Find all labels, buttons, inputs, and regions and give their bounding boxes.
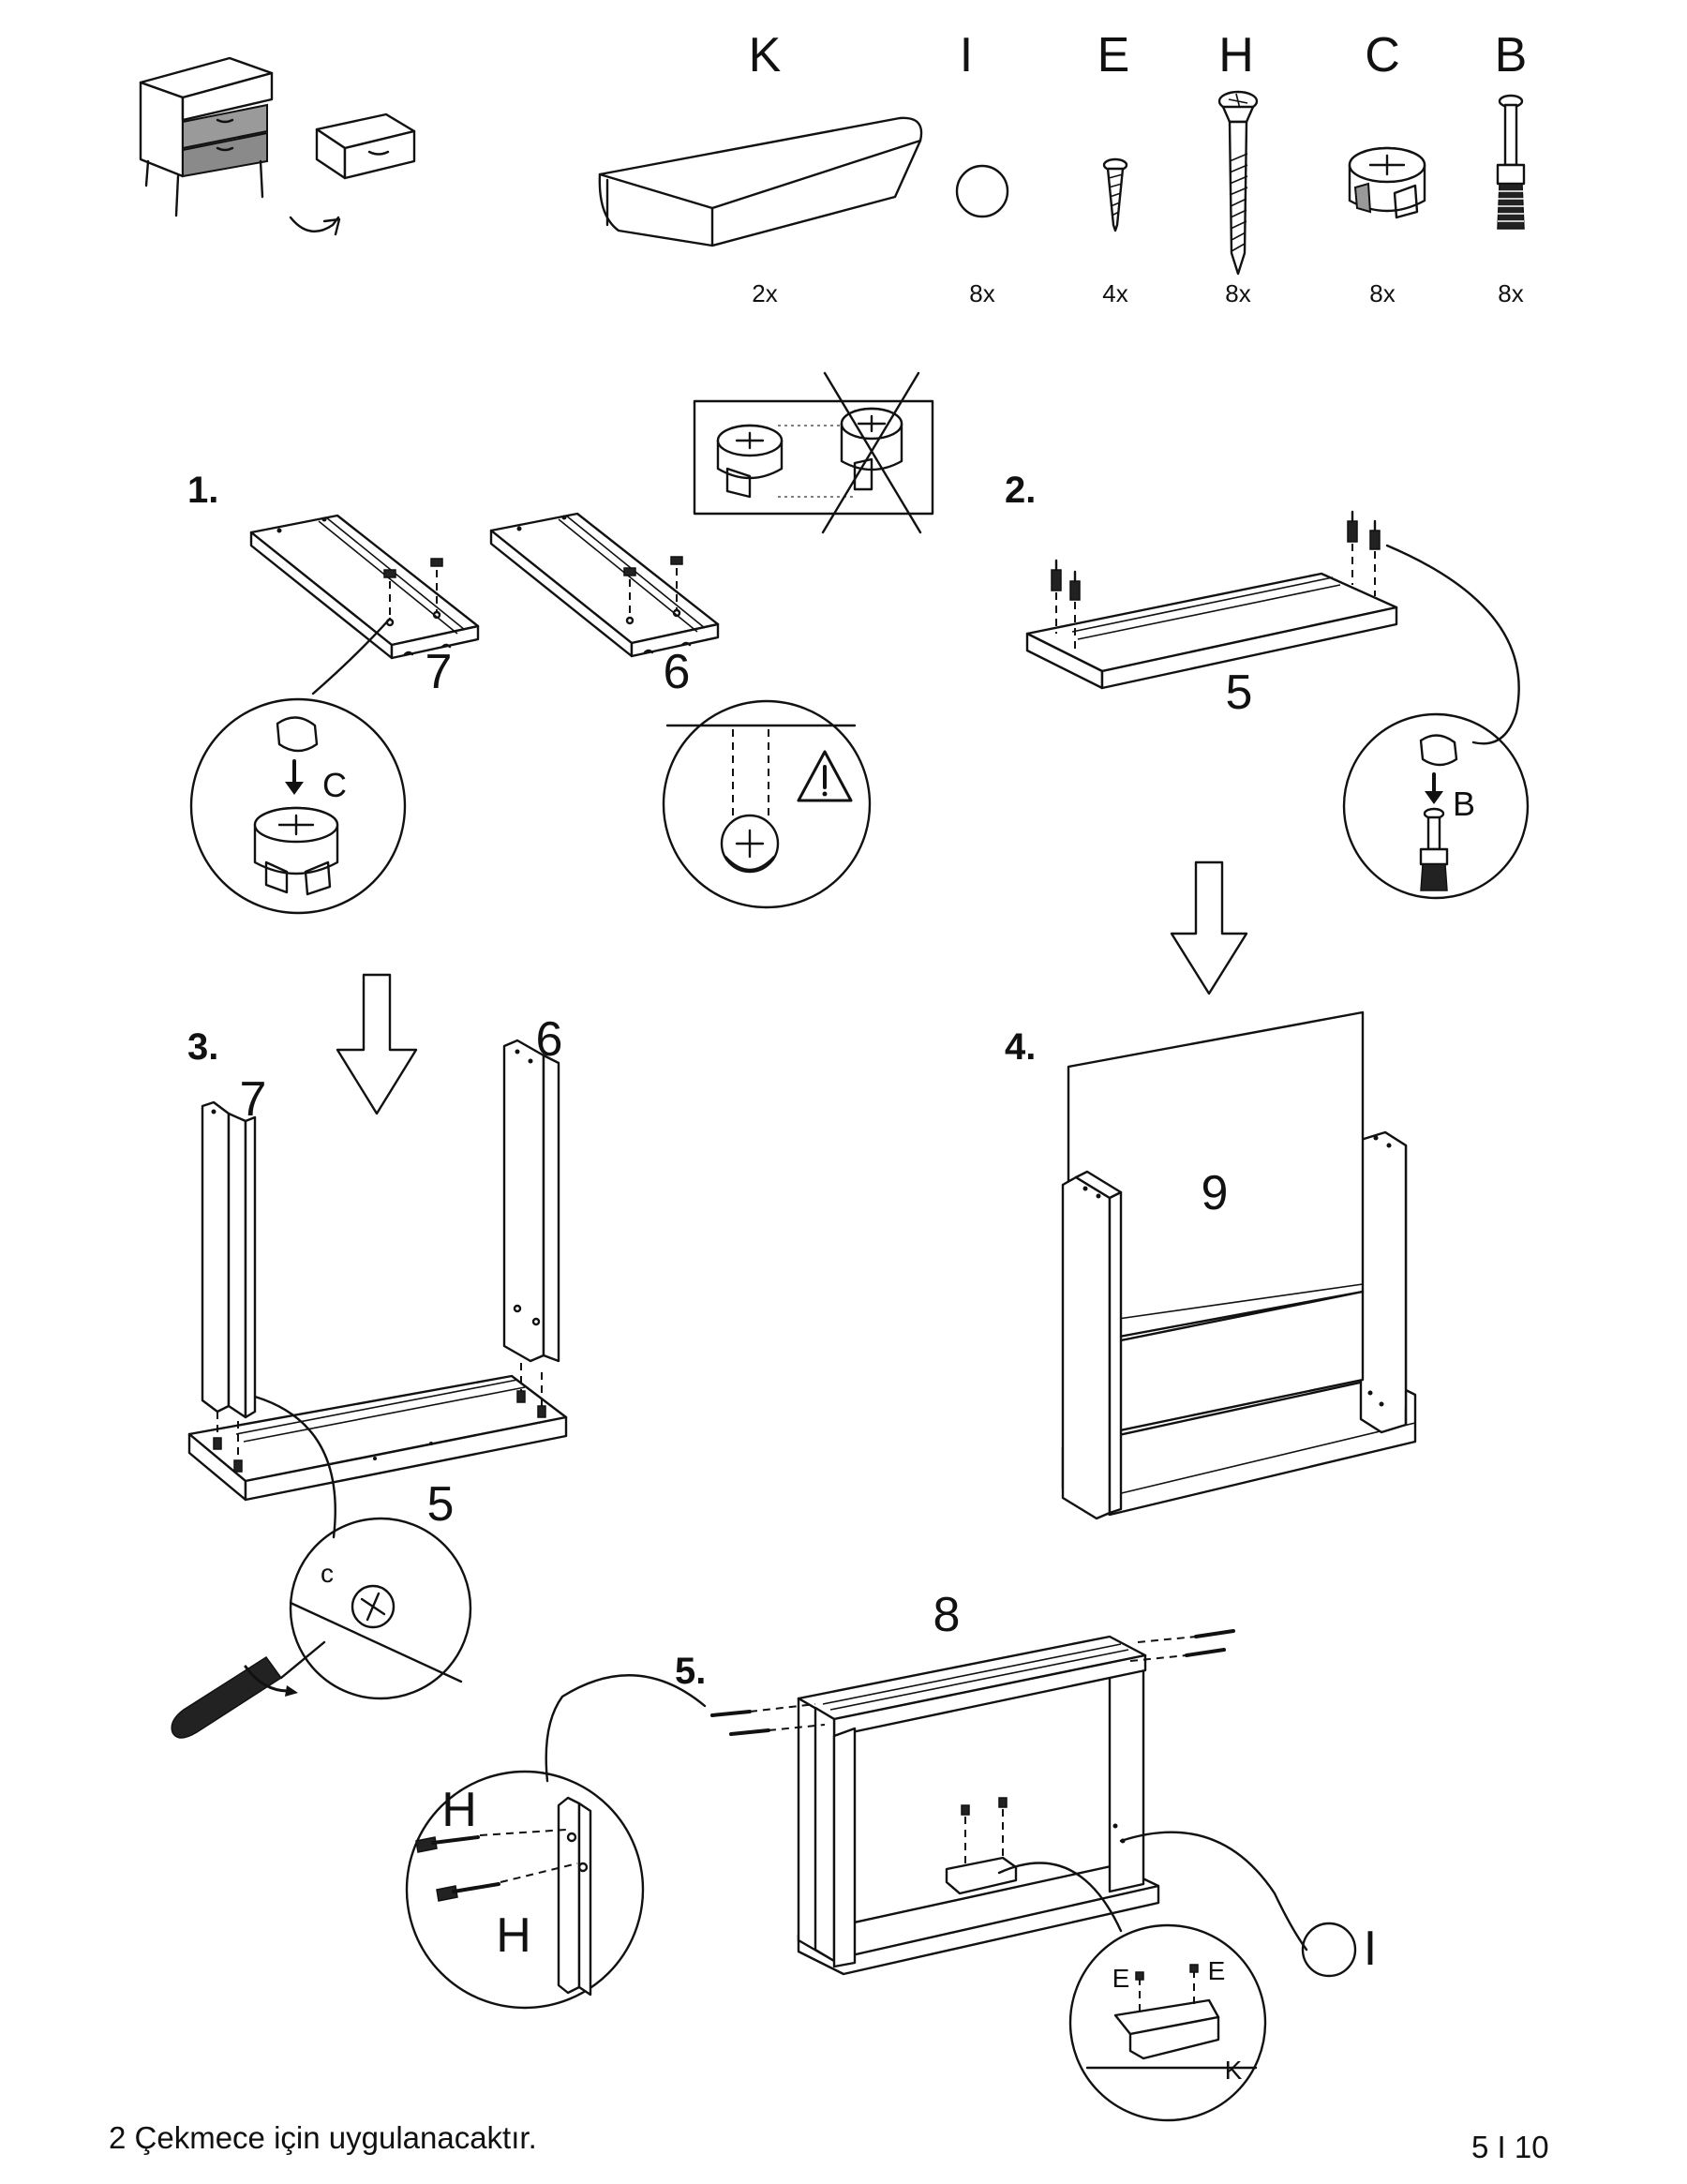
part-code-c: C: [1365, 28, 1400, 82]
cam-orientation-warning: [693, 371, 934, 534]
cam-bolt-icon: [1419, 807, 1449, 891]
cam-bolt-icon: [1496, 94, 1526, 230]
part-code-i: I: [960, 28, 973, 82]
step-2-panel-5-label: 5: [1226, 666, 1253, 720]
step-3-panel-6-label: 6: [536, 1012, 563, 1067]
part-qty-b: 8x: [1498, 279, 1523, 307]
cam-bolt-icon: [1051, 510, 1381, 601]
cover-cap-icon: [1301, 1922, 1357, 1978]
drawer-thumbnail: [315, 112, 416, 180]
part-code-e: E: [1097, 28, 1130, 82]
page-number: 5 I 10: [1471, 2130, 1549, 2164]
step-1-detail-circle: C: [189, 617, 407, 915]
step-1-panel-7: [249, 514, 480, 660]
part-code-k: K: [749, 28, 782, 82]
step-2-number: 2.: [1005, 470, 1036, 511]
step-3-panel-5: [187, 1374, 568, 1502]
nightstand-thumbnail: [139, 56, 274, 217]
part-qty-i: 8x: [969, 279, 994, 307]
part-qty-k: 2x: [752, 279, 777, 307]
step-3-panel-6: [502, 1039, 560, 1363]
step-5-number: 5.: [675, 1651, 706, 1692]
step-4-number: 4.: [1005, 1026, 1036, 1068]
parts-list: K I E H C B: [598, 28, 1528, 307]
step-5-assembly: [710, 1629, 1235, 1976]
cross-out-icon: [821, 371, 922, 534]
part-qty-e: 4x: [1102, 279, 1127, 307]
step-2-panel-5: [1025, 510, 1398, 690]
screwdriver-icon: [171, 1640, 326, 1739]
step-4-panel-9-label: 9: [1202, 1166, 1229, 1220]
arrow-down-icon: [285, 782, 304, 795]
cam-lock-icon: [253, 806, 339, 896]
cam-lock-correct-icon: [716, 424, 784, 499]
arrow-down-icon: [336, 973, 418, 1115]
arrow-down-icon: [1170, 860, 1248, 995]
cover-cap-icon: [955, 164, 1009, 218]
step-4-assembly: 9: [1061, 1010, 1417, 1520]
step-5-cap-label: I: [1364, 1922, 1377, 1976]
footer-note: 2 Çekmece için uygulanacaktır.: [109, 2120, 537, 2155]
step-1-detail-label: C: [322, 766, 347, 804]
part-qty-c: 8x: [1369, 279, 1395, 307]
small-screw-icon: [1102, 157, 1128, 232]
step-5-screw-label-top: H: [441, 1783, 477, 1837]
step-3-detail-circle: c: [289, 1517, 472, 1700]
step-3-panel-7: [201, 1100, 257, 1419]
step-1-panel-6: [489, 512, 720, 658]
step-1-panel-7-label: 7: [425, 645, 453, 699]
rotate-arrow-icon: [289, 216, 341, 236]
handle-profile-icon: [598, 116, 923, 247]
step-5-detail-e1: E: [1112, 1964, 1130, 1993]
step-3-panel-7-label: 7: [240, 1072, 267, 1127]
step-3-panel-5-label: 5: [427, 1477, 455, 1532]
warning-icon: [797, 750, 853, 802]
arrow-down-icon: [1425, 791, 1443, 804]
step-2-detail-circle: B: [1342, 712, 1530, 900]
step-5-screw-detail: H H: [405, 1770, 645, 2010]
long-screw-icon: [1217, 90, 1259, 276]
part-code-h: H: [1218, 28, 1254, 82]
step-5-handle-detail: E E K: [1068, 1923, 1267, 2122]
step-1-number: 1.: [187, 470, 218, 511]
finger-press-icon: [1419, 734, 1458, 767]
cam-lock-wrong-icon: [840, 407, 903, 491]
step-1-panel-6-label: 6: [664, 645, 691, 699]
step-5-panel-8-label: 8: [933, 1588, 961, 1642]
step-3-number: 3.: [187, 1026, 218, 1068]
part-qty-h: 8x: [1225, 279, 1250, 307]
step-1-warning-detail: [662, 699, 872, 909]
cam-lock-icon: [1348, 146, 1426, 219]
part-code-b: B: [1495, 28, 1528, 82]
step-5-screw-label-bottom: H: [496, 1908, 531, 1963]
step-3-detail-label: c: [321, 1559, 334, 1588]
step-2-detail-label: B: [1453, 785, 1475, 823]
step-5-detail-e2: E: [1208, 1956, 1226, 1985]
finger-press-icon: [276, 716, 319, 753]
step-5-detail-k: K: [1225, 2056, 1243, 2085]
